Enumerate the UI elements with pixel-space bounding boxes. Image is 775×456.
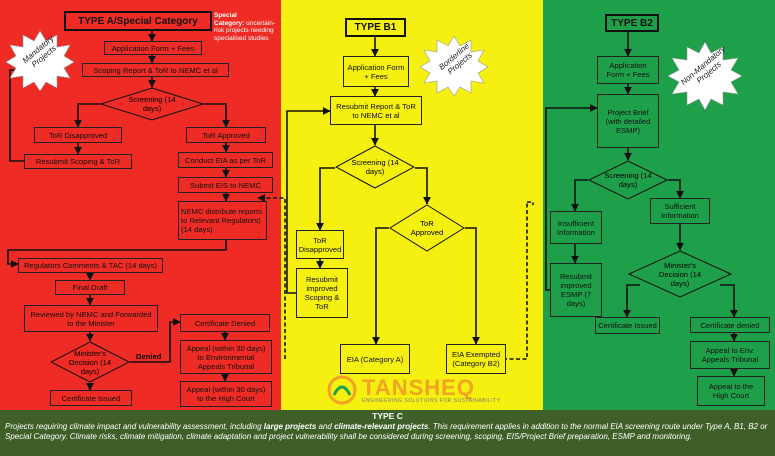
type-b2-screening-label: Screening (14 days) (604, 171, 652, 189)
type-a-certificate-denied-box: Certificate Denied (180, 314, 270, 332)
type-b1-eia-box: EIA (Category A) (340, 344, 410, 374)
type-a-submit-eis-box: Submit EIS to NEMC (178, 177, 273, 193)
type-a-application-box: Application Form + Fees (104, 41, 202, 55)
type-a-appeal-env-box: Appeal (within 30 days) to Environmental… (180, 340, 272, 374)
connector-lines (7, 31, 738, 391)
type-a-appeal-hc-box: Appeal (within 30 days) to the High Cour… (180, 381, 272, 407)
type-a-resubmit-box: Resubmit Scoping & ToR (24, 154, 132, 169)
type-b1-exempted-box: EIA Exempted (Category B2) (446, 344, 506, 374)
type-b1-title: TYPE B1 (345, 18, 406, 37)
type-a-tor-approved-box: ToR Approved (186, 127, 266, 143)
type-b2-decision-diamond: Minister's Decision (14 days) (628, 250, 732, 298)
type-b2-sufficient-box: Sufficient Information (650, 198, 710, 224)
type-b1-screening-label: Screening (14 days) (351, 158, 399, 176)
type-a-tor-disapproved-box: ToR Disapproved (34, 127, 122, 143)
type-b2-certificate-denied-box: Certificate denied (690, 317, 770, 333)
type-b2-appeal-env-box: Appeal to Env. Appeals Tribunal (690, 341, 770, 369)
type-a-scoping-box: Scoping Report & ToR to NEMC et al (82, 63, 229, 77)
type-a-screening-label: Screening (14 days) (128, 95, 176, 113)
type-b1-tor-disapproved-box: ToR Disapproved (296, 230, 344, 259)
footer-bold-1: large projects (263, 422, 317, 431)
type-a-conduct-eia-box: Conduct EIA as per ToR (178, 152, 273, 168)
type-b2-resubmit-box: Resubmit improved ESMP (7 days) (550, 263, 602, 317)
note-text: uncertain-risk projects needing speciali… (214, 19, 276, 42)
footer-text-2: and (316, 422, 335, 431)
type-a-screening-diamond: Screening (14 days) (100, 87, 204, 121)
footer-text-3: . This requirement applies in addition t… (5, 422, 768, 441)
footer-title: TYPE C (372, 411, 403, 421)
borderline-burst-icon (420, 36, 488, 96)
type-a-title: TYPE A/Special Category (64, 11, 212, 31)
type-b1-tor-approved-label: ToR Approved (410, 219, 444, 237)
footer-text-1: Projects requiring climate impact and vu… (5, 422, 264, 431)
type-b2-appeal-hc-box: Appeal to the High Court (697, 376, 765, 406)
denied-label: Denied (136, 352, 162, 361)
logo-name: TANSHEQ (362, 375, 475, 400)
type-b1-resubmit-box: Resubmit improved Scoping & ToR (296, 268, 348, 318)
type-b1-scoping-box: Resubmit Report & ToR to NEMC et al (330, 96, 422, 125)
type-b2-brief-box: Project Brief (with detailed ESMP) (597, 94, 659, 148)
type-b1-screening-diamond: Screening (14 days) (335, 145, 415, 189)
non-mandatory-burst-icon (668, 42, 742, 110)
type-a-distribute-box: NEMC distribute reports to Relevant Regu… (178, 201, 267, 240)
note-label: Category: (214, 19, 245, 27)
type-b2-title: TYPE B2 (605, 14, 659, 32)
tansheq-logo-icon (327, 375, 357, 405)
type-b1-application-box: Application Form + Fees (343, 56, 409, 87)
type-a-decision-label: Minister's Decision (14 days) (68, 348, 112, 376)
type-b2-insufficient-box: Insufficient Information (550, 211, 602, 244)
type-a-regulators-box: Regulators Comments & TAC (14 days) (18, 258, 163, 273)
type-b2-screening-diamond: Screening (14 days) (588, 160, 668, 200)
type-a-certificate-issued-box: Certificate Issued (50, 390, 132, 406)
type-b2-decision-label: Minister's Decision (14 days) (658, 260, 702, 288)
type-b2-application-box: Application Form + Fees (597, 56, 659, 84)
note-title: Special (214, 12, 237, 19)
type-c-footer: TYPE C Projects requiring climate impact… (0, 410, 775, 456)
type-a-reviewed-box: Reviewed by NEMC and Forwarded to the Mi… (24, 305, 158, 332)
type-b1-tor-approved-diamond: ToR Approved (389, 204, 465, 252)
type-b2-certificate-issued-box: Certificate Issued (595, 317, 660, 334)
type-a-final-draft-box: Final Draft (55, 280, 125, 295)
logo-tagline: ENGINEERING SOLUTIONS FOR SUSTAINABILITY (362, 398, 501, 404)
type-b1-panel (281, 0, 543, 410)
type-a-decision-diamond: Minister's Decision (14 days) (50, 341, 130, 383)
footer-bold-2: climate-relevant projects (334, 422, 429, 431)
mandatory-burst-icon (6, 31, 74, 91)
